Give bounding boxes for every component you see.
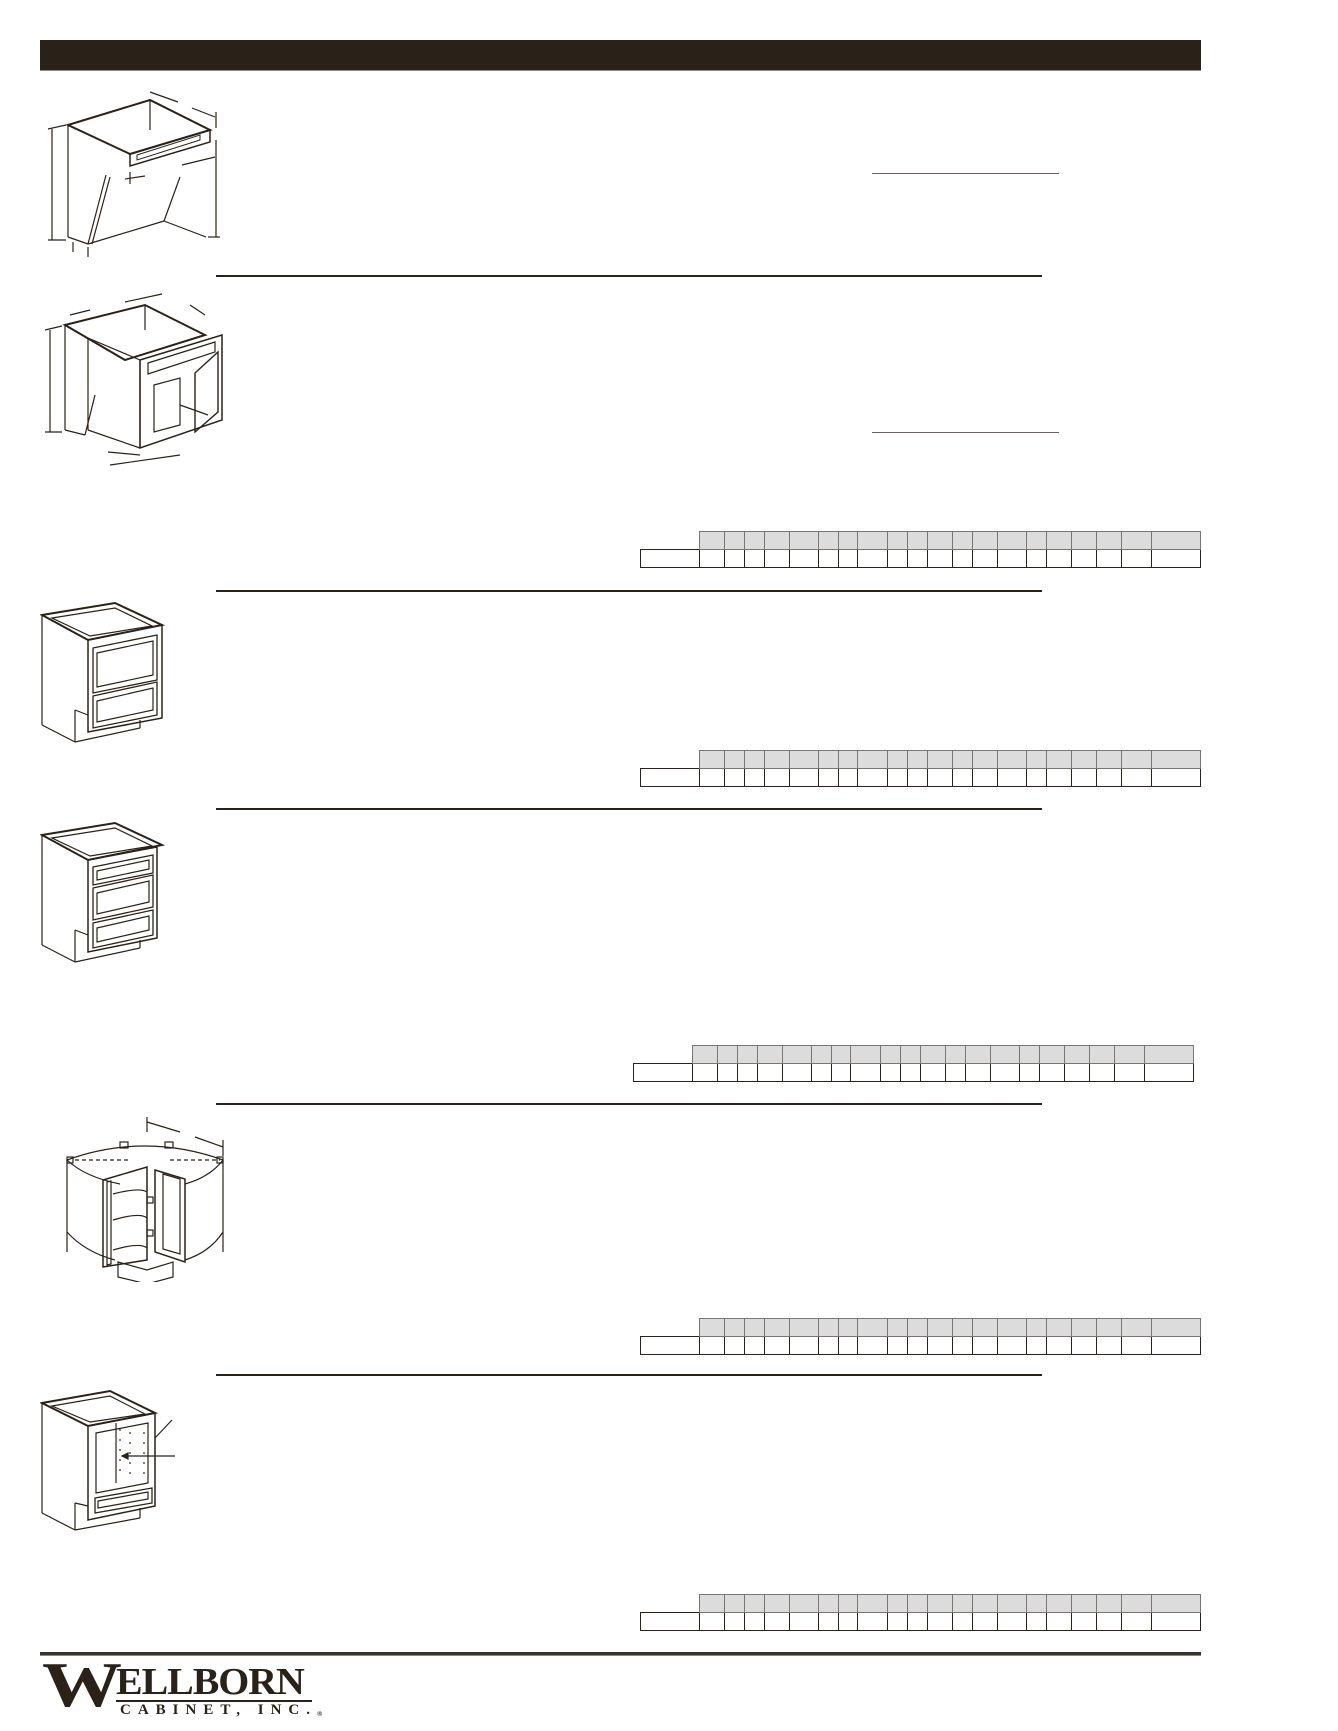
spec-table-2 <box>640 750 1201 787</box>
dimension-rule-1 <box>872 173 1059 174</box>
footer-divider <box>40 1652 1201 1656</box>
logo-rule <box>116 1700 312 1702</box>
dimension-rule-2 <box>872 432 1059 433</box>
vanity-sink-base-drawer-front-icon <box>40 82 230 262</box>
lazy-susan-corner-base-icon <box>55 1112 235 1282</box>
registered-mark: ® <box>317 1710 323 1718</box>
microwave-oven-base-cabinet-icon <box>40 1388 180 1538</box>
section-divider-5 <box>216 1374 1042 1376</box>
logo-wordmark: ELLBORN <box>116 1661 305 1703</box>
spec-table-3 <box>633 1045 1194 1082</box>
section-divider-1 <box>216 275 1042 277</box>
three-drawer-base-cabinet-icon <box>40 820 170 970</box>
two-drawer-base-cabinet-icon <box>40 600 170 750</box>
wellborn-logo: W ELLBORN CABINET, INC.® <box>42 1649 323 1720</box>
section-divider-4 <box>216 1103 1042 1105</box>
logo-initial: W <box>42 1649 122 1720</box>
section-divider-2 <box>216 590 1042 592</box>
spec-table-5 <box>640 1594 1201 1631</box>
section-divider-3 <box>216 808 1042 810</box>
spec-table-4 <box>640 1318 1201 1355</box>
logo-subtitle: CABINET, INC.® <box>120 1702 323 1718</box>
spec-table-1 <box>640 531 1201 568</box>
header-bar <box>40 40 1201 71</box>
vanity-sink-base-two-door-icon <box>40 290 240 470</box>
